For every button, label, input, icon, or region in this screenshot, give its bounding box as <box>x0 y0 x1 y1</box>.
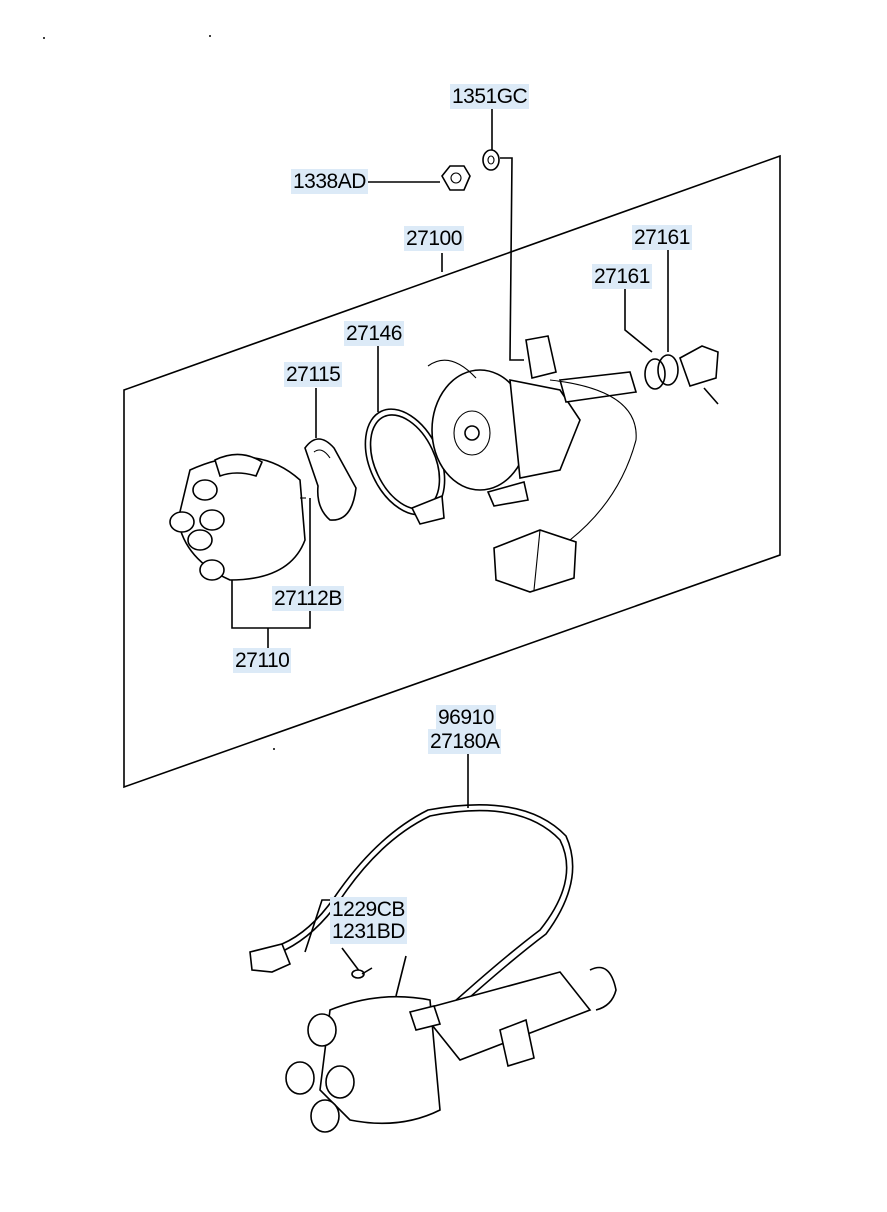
lower-distributor-assembly <box>285 955 617 1133</box>
nut-part <box>441 165 471 191</box>
connector-part <box>493 529 577 593</box>
label-27161-upper: 27161 <box>632 225 692 250</box>
label-1229CB: 1229CB <box>330 897 407 922</box>
callout-27161-upper[interactable]: 27161 <box>628 225 696 251</box>
label-27100: 27100 <box>404 226 464 251</box>
callout-1338AD[interactable]: 1338AD <box>287 169 372 195</box>
screw-part <box>351 967 373 979</box>
callout-27146[interactable]: 27146 <box>340 321 408 347</box>
callout-27161-lower[interactable]: 27161 <box>588 264 656 290</box>
specks <box>43 35 275 750</box>
drive-coupling-part <box>679 345 719 405</box>
callout-27100[interactable]: 27100 <box>400 226 468 252</box>
callout-1229CB[interactable]: 1229CB <box>326 897 411 923</box>
label-27161-lower: 27161 <box>592 264 652 289</box>
callout-27115[interactable]: 27115 <box>280 362 346 388</box>
washer-part <box>482 149 500 171</box>
label-96910: 96910 <box>436 705 496 730</box>
callout-27110[interactable]: 27110 <box>229 648 295 674</box>
callout-27180A[interactable]: 27180A <box>424 729 505 755</box>
callout-27112B[interactable]: 27112B <box>268 586 348 612</box>
label-27146: 27146 <box>344 321 404 346</box>
distributor-cap-part <box>169 453 306 581</box>
label-27115: 27115 <box>284 362 343 387</box>
assembly-boundary <box>123 154 781 789</box>
callout-1231BD[interactable]: 1231BD <box>326 919 411 945</box>
label-1231BD: 1231BD <box>330 919 407 944</box>
label-27180A: 27180A <box>428 729 502 754</box>
callout-1351GC[interactable]: 1351GC <box>446 84 533 110</box>
label-1351GC: 1351GC <box>450 84 530 109</box>
o-ring-part <box>644 354 679 390</box>
label-27110: 27110 <box>233 648 292 673</box>
rotor-part <box>304 438 357 521</box>
label-27112B: 27112B <box>272 586 344 611</box>
callout-96910[interactable]: 96910 <box>432 705 500 731</box>
label-1338AD: 1338AD <box>291 169 368 194</box>
leader-lines <box>231 108 669 973</box>
distributor-housing-part <box>427 335 638 541</box>
